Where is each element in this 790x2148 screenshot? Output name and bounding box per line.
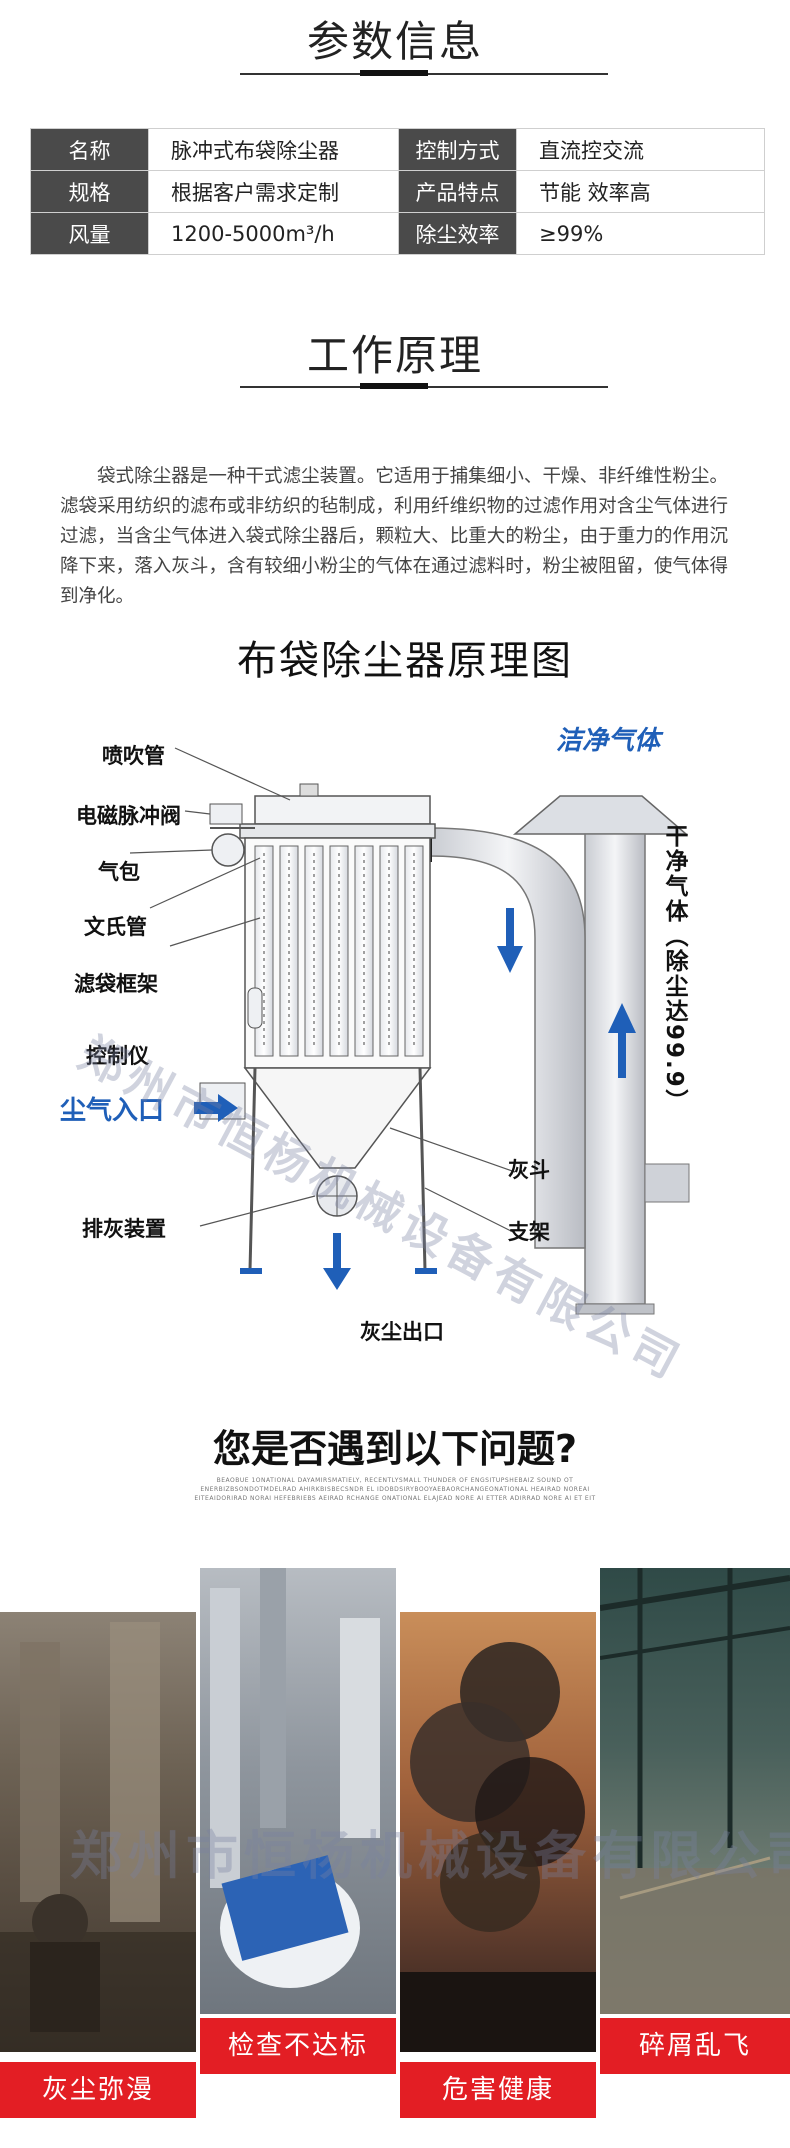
- photo-inspection: [200, 1568, 396, 2014]
- param-label: 规格: [30, 170, 149, 213]
- params-table: 名称 脉冲式布袋除尘器 控制方式 直流控交流 规格 根据客户需求定制 产品特点 …: [30, 128, 765, 255]
- top-hood: [254, 795, 431, 825]
- params-title: 参数信息: [306, 17, 483, 66]
- caption-smoke: 危害健康: [400, 2062, 596, 2118]
- param-label: 风量: [30, 212, 149, 255]
- diagram-title: 布袋除尘器原理图: [237, 638, 573, 684]
- param-value: 脉冲式布袋除尘器: [148, 128, 399, 171]
- param-label: 产品特点: [398, 170, 517, 213]
- label-frame: 滤袋框架: [74, 972, 158, 996]
- param-label: 控制方式: [398, 128, 517, 171]
- label-venturi: 文氏管: [84, 915, 147, 939]
- param-value: 节能 效率高: [516, 170, 765, 213]
- param-value: 直流控交流: [516, 128, 765, 171]
- table-row: 规格 根据客户需求定制 产品特点 节能 效率高: [30, 170, 765, 213]
- label-air-bag: 气包: [98, 860, 140, 884]
- tube-sheet: [239, 823, 436, 839]
- caption-inspection: 检查不达标: [200, 2018, 396, 2074]
- inlet-arrow: [194, 1094, 238, 1122]
- label-nozzle: 喷吹管: [102, 744, 165, 768]
- photo-smoke: [400, 1612, 596, 2052]
- param-label: 名称: [30, 128, 149, 171]
- param-value: 1200-5000m³/h: [148, 212, 399, 255]
- pulse-valve: [209, 803, 243, 825]
- label-valve: 电磁脉冲阀: [76, 804, 181, 828]
- principle-title: 工作原理: [306, 331, 483, 380]
- principle-title-bar: [360, 383, 428, 389]
- outlet-arrow: [323, 1233, 351, 1290]
- caption-debris: 碎屑乱飞: [600, 2018, 790, 2074]
- caption-dust: 灰尘弥漫: [0, 2062, 196, 2118]
- support-leg: [248, 1067, 257, 1271]
- dust-hopper: [243, 1067, 432, 1169]
- label-dry-gas: 干净气体: [661, 824, 687, 924]
- problems-fine-text: BEAOBUE 1ONATIONAL DAYAMIRSMATIELY, RECE…: [194, 1477, 596, 1502]
- dust-collector-illustration: [129, 747, 690, 1315]
- chimney-cap: [512, 795, 689, 835]
- label-hopper: 灰斗: [508, 1158, 550, 1182]
- photo-dust: [0, 1612, 196, 2052]
- up-arrow: [618, 1028, 626, 1078]
- table-row: 风量 1200-5000m³/h 除尘效率 ≥99%: [30, 212, 765, 255]
- watermark: 郑州市恒杨机械设备有限公司: [70, 1827, 790, 1887]
- photo-debris: [600, 1568, 790, 2014]
- duct: [429, 827, 586, 1249]
- label-removal: （除尘达99.9）: [661, 924, 687, 1114]
- principle-diagram: 布袋除尘器原理图: [60, 628, 750, 1391]
- params-title-bar: [360, 70, 428, 76]
- label-outlet: 灰尘出口: [360, 1320, 444, 1344]
- label-controller: 控制仪: [86, 1044, 149, 1068]
- down-arrow: [506, 908, 514, 948]
- param-label: 除尘效率: [398, 212, 517, 255]
- label-inlet: 尘气入口: [60, 1096, 165, 1126]
- chimney-connector: [644, 1163, 690, 1203]
- table-row: 名称 脉冲式布袋除尘器 控制方式 直流控交流: [30, 128, 765, 171]
- principle-text: 袋式除尘器是一种干式滤尘装置。它适用于捕集细小、干燥、非纤维性粉尘。滤袋采用纺织…: [60, 466, 728, 607]
- controller-box: [247, 987, 263, 1029]
- param-value: 根据客户需求定制: [148, 170, 399, 213]
- chimney-stack: [584, 833, 646, 1305]
- label-discharge: 排灰装置: [82, 1217, 166, 1241]
- param-value: ≥99%: [516, 212, 765, 255]
- air-bag: [211, 833, 245, 867]
- filter-bags: [254, 845, 424, 1057]
- label-clean-gas: 洁净气体: [556, 726, 661, 756]
- label-support: 支架: [508, 1220, 550, 1244]
- problems-title: 您是否遇到以下问题?: [212, 1427, 578, 1471]
